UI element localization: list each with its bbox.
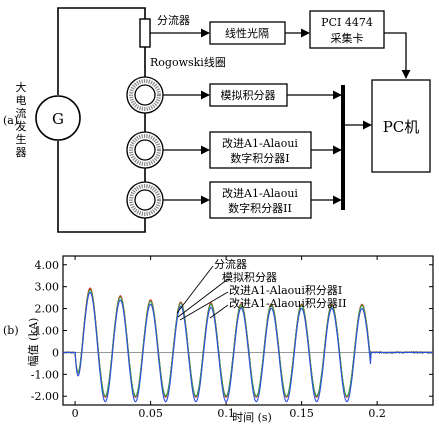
rogowski-coil-1 — [126, 76, 164, 114]
part-a-label: (a) — [3, 114, 18, 127]
analog-integrator-block — [209, 83, 288, 107]
y-axis-label: 幅值 (kA) — [27, 318, 40, 367]
series-line-3 — [63, 291, 433, 403]
legend-entry-2: 改进A1-Alaoui积分器I — [229, 283, 342, 297]
legend-leader-2 — [179, 291, 229, 321]
generator-label-char-1: 电 — [16, 94, 27, 107]
rogowski-coil-3 — [126, 181, 164, 219]
legend-leader-0 — [176, 265, 214, 314]
y-tick-label-1: 3.00 — [35, 281, 60, 294]
legend-entry-0: 分流器 — [214, 257, 247, 271]
legend-leader-1 — [177, 278, 229, 318]
generator-circle — [35, 95, 81, 141]
signal-wires — [150, 28, 411, 205]
generator-label-char-0: 大 — [16, 80, 27, 94]
y-tick-label-6: -2.00 — [31, 390, 59, 403]
generator-symbol: G — [52, 110, 64, 128]
generator-label-char-4: 生 — [16, 132, 27, 146]
legend: 分流器 模拟积分器 改进A1-Alaoui积分器I 改进A1-Alaoui积分器… — [176, 257, 347, 321]
y-tick-label-3: 1.00 — [35, 325, 60, 338]
generator-label-char-5: 器 — [16, 146, 27, 159]
y-tick-label-0: 4.00 — [35, 259, 60, 272]
shunt-label: 分流器 — [157, 13, 190, 27]
isolator-label: 线性光隔 — [225, 26, 269, 40]
generator-label-char-2: 流 — [16, 106, 27, 120]
rogowski-label: Rogowski线圈 — [150, 55, 226, 69]
y-tick-label-5: -1.00 — [31, 368, 59, 381]
y-tick-label-2: 2.00 — [35, 303, 60, 316]
x-tick-label-1: 0.05 — [138, 407, 163, 420]
x-axis-label: 时间 (s) — [232, 411, 272, 424]
analog-integrator-label: 模拟积分器 — [221, 88, 276, 102]
x-tick-label-0: 0 — [72, 407, 79, 420]
waveform-chart: 4.00 3.00 2.00 1.00 0 -1.00 -2.00 0 0.05 0.1 0.15 0… — [31, 255, 434, 420]
plot-frame — [62, 255, 434, 406]
legend-entry-1: 模拟积分器 — [222, 270, 277, 284]
digital-integrator-1-block — [209, 131, 312, 169]
part-b-label: (b) — [3, 324, 19, 337]
generator-label: 大 电 流 发 生 器 — [16, 80, 27, 159]
digital-integrator-1-line1: 改进A1-Alaoui — [222, 136, 298, 150]
y-tick-label-4: 0 — [52, 346, 59, 359]
legend-entry-3: 改进A1-Alaoui积分器II — [229, 296, 347, 310]
digital-integrator-2-line2: 数字积分器II — [228, 201, 292, 215]
x-tick-label-2: 0.1 — [217, 407, 235, 420]
daq-label-1: PCI 4474 — [321, 16, 373, 29]
pc-label: PC机 — [383, 118, 420, 136]
shunt-resistor — [139, 18, 151, 48]
pc-block — [371, 79, 431, 173]
rogowski-coil-2 — [126, 131, 164, 169]
isolator-block — [209, 21, 286, 45]
bus-bar — [341, 85, 345, 210]
digital-integrator-2-line1: 改进A1-Alaoui — [222, 186, 298, 200]
legend-leader-3 — [209, 304, 229, 319]
digital-integrator-1-line2: 数字积分器I — [230, 151, 289, 165]
generator-label-char-3: 发 — [16, 119, 27, 133]
daq-label-2: 采集卡 — [331, 31, 364, 45]
daq-block — [309, 10, 385, 49]
main-loop — [57, 7, 146, 233]
digital-integrator-2-block — [209, 181, 312, 219]
x-tick-label-4: 0.2 — [368, 407, 386, 420]
x-tick-label-3: 0.15 — [289, 407, 314, 420]
